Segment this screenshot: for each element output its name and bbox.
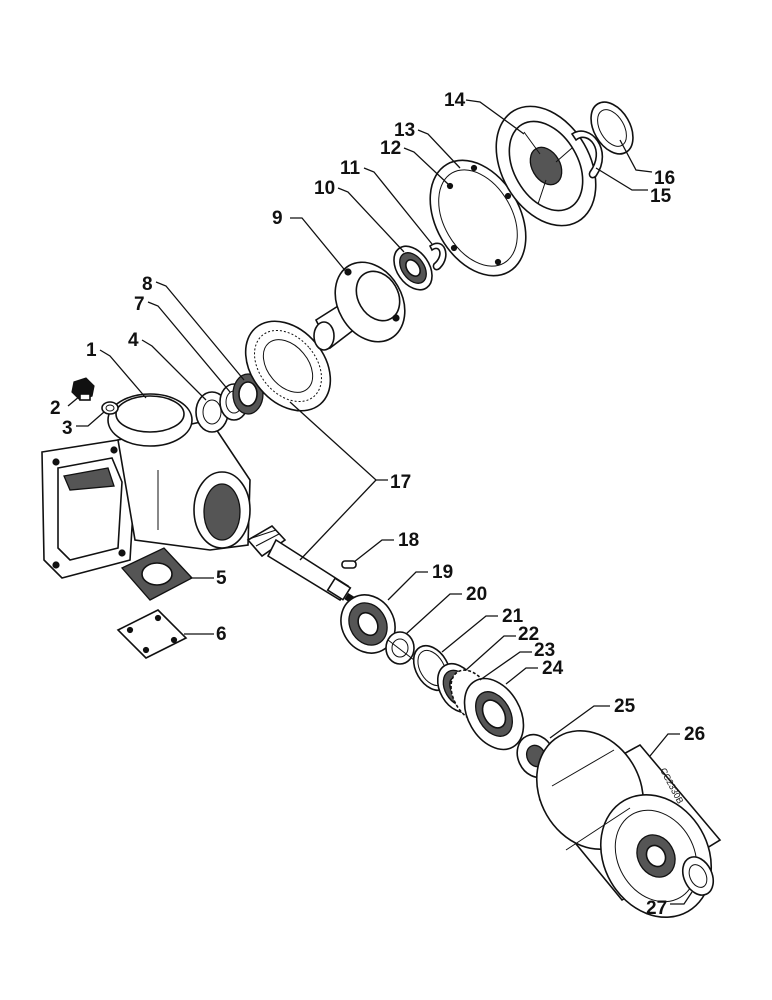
callout-27: 27: [646, 898, 667, 919]
pinion-shaft-part: [246, 524, 358, 606]
callout-25: 25: [614, 696, 636, 717]
leader-1: [99, 349, 147, 399]
callout-5: 5: [216, 568, 227, 589]
leader-13: [417, 129, 461, 169]
callout-18: 18: [398, 530, 419, 551]
snap-ring-part: [428, 242, 447, 271]
callout-14: 14: [444, 90, 466, 111]
breather-plug-part: [71, 377, 95, 401]
callout-8: 8: [142, 274, 153, 295]
spacer-part: [385, 631, 415, 665]
leader-14: [465, 99, 525, 135]
housing-part: [41, 393, 251, 579]
end-cap-part: [590, 101, 634, 155]
callout-9: 9: [272, 208, 283, 229]
key-part: [341, 560, 357, 569]
leader-7: [147, 301, 231, 393]
gasket-ring-part: [429, 159, 527, 277]
callout-6: 6: [216, 624, 227, 645]
hub-shaft-part: [313, 261, 406, 351]
callout-26: 26: [684, 724, 705, 745]
cover-plate-part: [116, 609, 188, 659]
leader-20: [405, 593, 462, 635]
leader-26: [649, 733, 680, 757]
leader-22: [465, 635, 516, 671]
callout-3: 3: [62, 418, 73, 439]
callout-7: 7: [134, 294, 145, 315]
leader-8: [155, 281, 245, 381]
leader-15: [595, 167, 648, 191]
leader-12: [403, 147, 449, 185]
callout-24: 24: [542, 658, 564, 679]
callout-2: 2: [50, 398, 61, 419]
leader-3: [76, 411, 105, 427]
leader-17a: [289, 401, 388, 481]
callout-21: 21: [502, 606, 524, 627]
leader-21: [441, 615, 498, 653]
circlip-part: [570, 130, 603, 179]
ball-bearing-part: [393, 245, 433, 291]
callout-19: 19: [432, 562, 453, 583]
washer-27-part: [681, 856, 715, 896]
callout-11: 11: [340, 158, 361, 179]
callout-1: 1: [86, 340, 97, 361]
leader-10: [337, 187, 405, 253]
callout-labels: 1 2 3 4 5 6 7 8 9 10 11 12 13 14 15 16 1…: [50, 90, 705, 919]
leader-11: [363, 167, 433, 245]
callout-15: 15: [650, 186, 672, 207]
callout-16: 16: [654, 168, 675, 189]
leader-lines: [67, 99, 693, 905]
leader-25: [549, 705, 610, 739]
callout-4: 4: [128, 330, 139, 351]
leader-19: [387, 571, 428, 601]
leader-18: [353, 539, 394, 563]
bearing-stack-part: [195, 373, 264, 433]
leader-17b: [299, 479, 377, 561]
bearing-cap-part: [495, 105, 597, 227]
retainer-part: [463, 677, 525, 751]
leader-9: [290, 217, 349, 275]
callout-13: 13: [394, 120, 415, 141]
leader-24: [505, 667, 538, 685]
leader-16: [619, 139, 653, 173]
pulley-part: CC2330B: [535, 729, 722, 919]
leader-23: [479, 651, 532, 681]
callout-23: 23: [534, 640, 555, 661]
gasket-part: [120, 547, 194, 601]
leader-4: [141, 339, 207, 401]
callout-20: 20: [466, 584, 487, 605]
washer-part: [101, 401, 119, 415]
callout-10: 10: [314, 178, 335, 199]
roller-bearing-part: [340, 594, 396, 654]
leader-2: [67, 395, 81, 407]
leader-27: [670, 891, 693, 905]
callout-17: 17: [390, 472, 411, 493]
callout-12: 12: [380, 138, 401, 159]
callout-22: 22: [518, 624, 539, 645]
